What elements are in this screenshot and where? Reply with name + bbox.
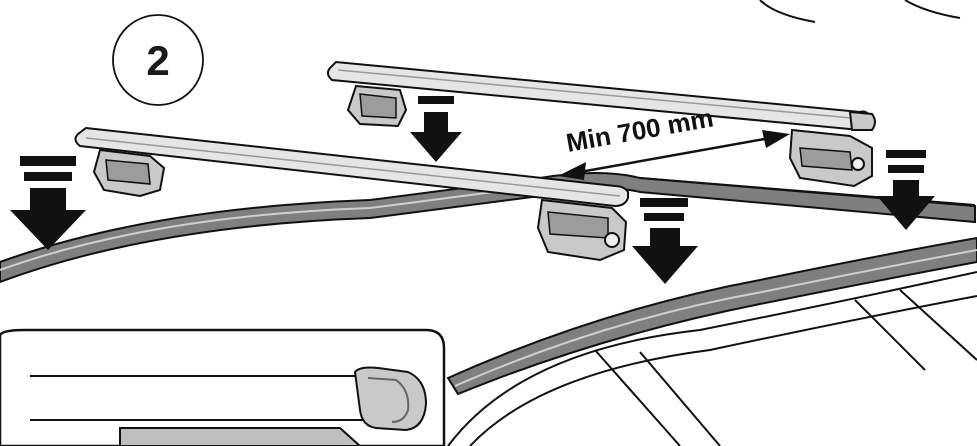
car-body-outline: [447, 177, 977, 446]
front-right-foot: [536, 198, 628, 262]
down-arrow-icon: [10, 156, 86, 250]
step-number-badge: 2: [112, 14, 204, 106]
double-headed-arrow-icon: [558, 130, 790, 180]
windshield-outline: [759, 0, 961, 23]
rear-left-foot: [346, 84, 408, 128]
front-crossbar: [74, 126, 629, 208]
far-roof-rail: [0, 172, 976, 284]
near-roof-rail: [446, 236, 977, 396]
detail-inset: [0, 328, 446, 446]
rear-right-foot: [788, 128, 873, 188]
down-arrow-icon: [632, 198, 698, 284]
rear-crossbar: [326, 60, 876, 132]
dimension-label: Min 700 mm: [564, 103, 716, 158]
down-arrow-icon: [877, 150, 935, 230]
down-arrow-icon: [410, 96, 462, 162]
front-left-foot: [92, 148, 166, 198]
step-number: 2: [146, 37, 169, 84]
